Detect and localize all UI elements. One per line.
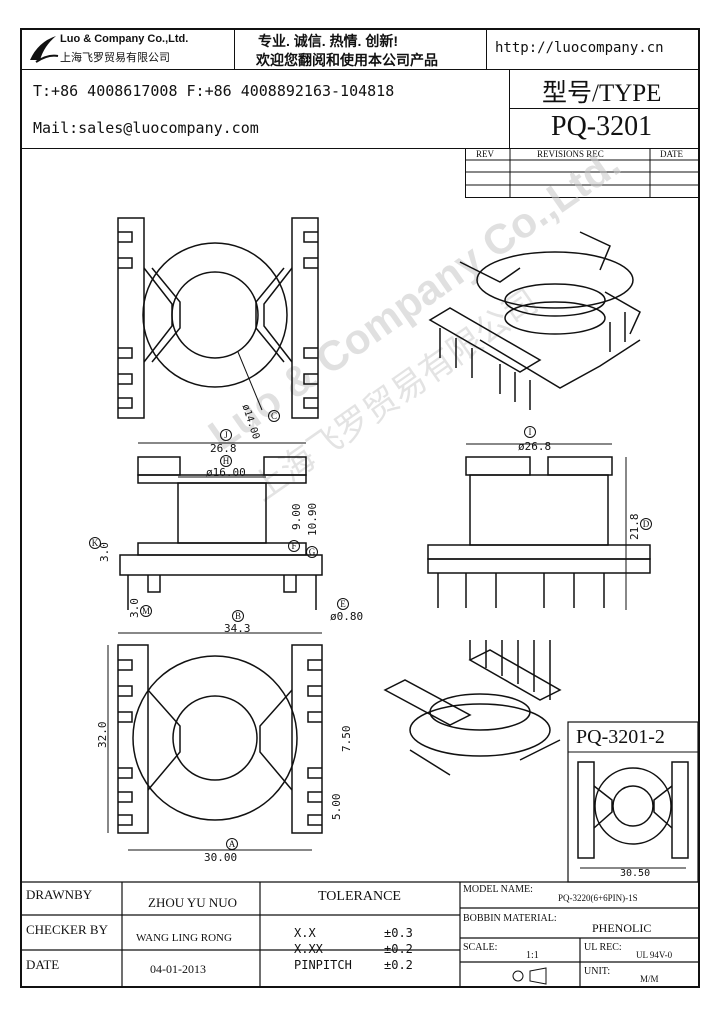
phone-text: T:+86 4008617008 F:+86 4008892163-104818 — [33, 82, 395, 100]
website-link[interactable]: http://luocompany.cn — [495, 40, 664, 56]
rec-col-header: REVISIONS REC — [537, 149, 604, 159]
date-label: DATE — [26, 957, 60, 972]
tol-1-value: ±0.3 — [384, 926, 413, 940]
model-label: MODEL NAME: — [463, 884, 533, 895]
variant-label: PQ-3201-2 — [576, 726, 665, 748]
ref-g: G — [306, 546, 318, 558]
dim-5: 5.00 — [330, 793, 343, 821]
type-value: PQ-3201 — [551, 111, 653, 142]
drawnby-label: DRAWNBY — [26, 887, 93, 902]
revisions-table — [465, 148, 700, 198]
tol-3-label: PINPITCH — [294, 958, 352, 972]
ref-e: E — [337, 598, 349, 610]
slogan-text: 专业. 诚信. 热情. 创新! — [258, 33, 398, 49]
checker-label: CHECKER BY — [26, 922, 108, 937]
unit-label: UNIT: — [584, 966, 611, 977]
mail-text: Mail:sales@luocompany.com — [33, 119, 259, 137]
ref-d: D — [640, 518, 652, 530]
dim-7-5: 7.50 — [340, 725, 353, 753]
tol-1-label: X.X — [294, 926, 316, 940]
company-name-en: Luo & Company Co.,Ltd. — [60, 33, 189, 45]
ref-c: C — [268, 410, 280, 422]
tol-2-label: X.XX — [294, 942, 323, 956]
ref-m: M — [140, 605, 152, 617]
contact-cell — [20, 69, 510, 149]
tol-3-value: ±0.2 — [384, 958, 413, 972]
bobbin-value: PHENOLIC — [592, 921, 652, 935]
dim-16: ø16.00 — [206, 466, 246, 479]
dim-34-3: 34.3 — [224, 622, 251, 635]
drawing-frame — [20, 28, 700, 988]
company-name-cn: 上海飞罗贸易有限公司 — [60, 52, 170, 64]
model-value: PQ-3220(6+6PIN)-1S — [558, 893, 638, 903]
rev-col-header: REV — [476, 149, 494, 159]
dim-26-8-side: ø26.8 — [518, 440, 552, 453]
dim-9: 9.00 — [290, 503, 303, 531]
ref-j: J — [220, 429, 232, 441]
tolerance-label: TOLERANCE — [318, 889, 401, 904]
bobbin-label: BOBBIN MATERIAL: — [463, 913, 557, 924]
dim-30: 30.00 — [204, 851, 238, 864]
tol-2-value: ±0.2 — [384, 942, 413, 956]
ref-b: B — [232, 610, 244, 622]
welcome-text: 欢迎您翻阅和使用本公司产品 — [256, 52, 438, 68]
dim-10-9: 10.90 — [306, 502, 319, 536]
ref-k: K — [89, 537, 101, 549]
ref-i: I — [524, 426, 536, 438]
scale-label: SCALE: — [463, 942, 498, 953]
dim-32: 32.0 — [96, 721, 109, 749]
unit-value: M/M — [640, 974, 659, 984]
ref-a: A — [226, 838, 238, 850]
dim-30-5: 30.50 — [620, 868, 651, 879]
scale-value: 1:1 — [526, 950, 539, 961]
ul-value: UL 94V-0 — [636, 950, 673, 960]
checker-value: WANG LING RONG — [136, 932, 232, 944]
date-value: 04-01-2013 — [150, 962, 206, 976]
dim-0-8: ø0.80 — [330, 610, 364, 623]
ul-label: UL REC: — [584, 942, 622, 953]
ref-h: H — [220, 455, 232, 467]
dim-3-bot: 3.0 — [128, 598, 141, 618]
ref-f: F — [288, 540, 300, 552]
dim-21-8: 21.8 — [628, 513, 641, 541]
dim-26-8: 26.8 — [210, 442, 237, 455]
drawnby-value: ZHOU YU NUO — [148, 895, 238, 910]
type-label: 型号/TYPE — [542, 80, 662, 107]
date-col-header: DATE — [660, 149, 683, 159]
